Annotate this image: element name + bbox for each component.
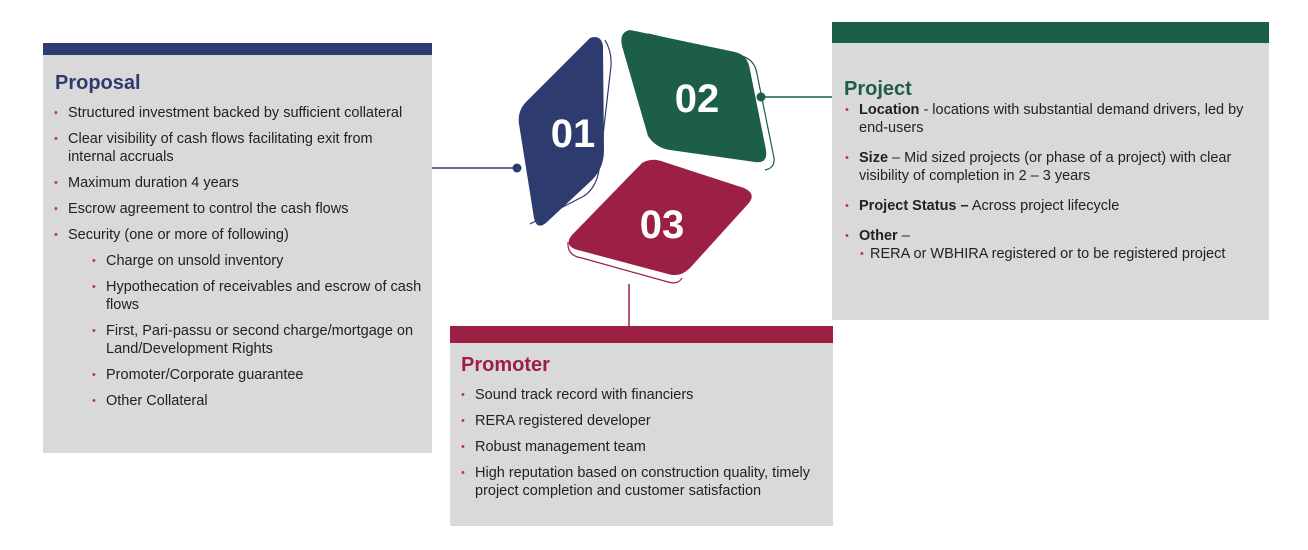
connector-dot-proposal <box>512 163 522 173</box>
proposal-list: Structured investment backed by sufficie… <box>53 104 423 418</box>
proposal-header-bar <box>43 43 432 55</box>
project-title: Project <box>844 78 912 100</box>
segment-01 <box>518 37 604 226</box>
list-item: Other – RERA or WBHIRA registered or to … <box>844 227 1264 263</box>
sub-list-item: Hypothecation of receivables and escrow … <box>91 278 423 314</box>
segment-03 <box>568 159 752 276</box>
project-header-bar <box>832 22 1269 43</box>
segment-02-number: 02 <box>675 77 720 121</box>
sub-list-item: Charge on unsold inventory <box>91 252 423 270</box>
list-item: Maximum duration 4 years <box>53 174 423 192</box>
promoter-panel: Promoter Sound track record with financi… <box>450 326 833 526</box>
project-panel: Project Location - locations with substa… <box>832 22 1269 320</box>
item-label: Size <box>859 150 889 166</box>
list-item: RERA registered developer <box>460 412 825 430</box>
item-label: Location <box>859 102 920 118</box>
connector-dot-project <box>756 92 766 102</box>
item-label: Project Status – <box>859 198 969 214</box>
item-text: – Mid sized projects (or phase of a proj… <box>859 150 1232 184</box>
sub-list-item: First, Pari-passu or second charge/mortg… <box>91 322 423 358</box>
segment-03-outline <box>567 241 683 284</box>
segment-01-number: 01 <box>551 112 596 156</box>
sub-list-item: RERA or WBHIRA registered or to be regis… <box>859 245 1264 263</box>
promoter-list: Sound track record with financiers RERA … <box>460 386 825 508</box>
project-list: Location - locations with substantial de… <box>844 101 1264 263</box>
item-text: – <box>897 228 910 244</box>
item-label: Other <box>859 228 898 244</box>
proposal-title: Proposal <box>55 72 141 94</box>
list-item: Location - locations with substantial de… <box>844 101 1264 137</box>
item-text: Across project lifecycle <box>968 198 1120 214</box>
proposal-panel: Proposal Structured investment backed by… <box>43 43 432 453</box>
list-item: High reputation based on construction qu… <box>460 464 825 500</box>
segment-03-number: 03 <box>640 203 685 247</box>
list-item: Escrow agreement to control the cash flo… <box>53 200 423 218</box>
promoter-header-bar <box>450 326 833 343</box>
segment-02 <box>621 30 767 163</box>
list-item: Clear visibility of cash flows facilitat… <box>53 130 423 166</box>
item-text: - locations with substantial demand driv… <box>859 102 1244 136</box>
list-item: Structured investment backed by sufficie… <box>53 104 423 122</box>
segment-02-outline <box>647 33 775 171</box>
list-item: Project Status – Across project lifecycl… <box>844 197 1264 215</box>
list-item: Size – Mid sized projects (or phase of a… <box>844 149 1264 185</box>
list-item: Robust management team <box>460 438 825 456</box>
list-item: Sound track record with financiers <box>460 386 825 404</box>
sub-list-item: Promoter/Corporate guarantee <box>91 366 423 384</box>
list-item: Security (one or more of following) <box>53 226 423 244</box>
promoter-title: Promoter <box>461 354 550 376</box>
sub-list-item: Other Collateral <box>91 392 423 410</box>
